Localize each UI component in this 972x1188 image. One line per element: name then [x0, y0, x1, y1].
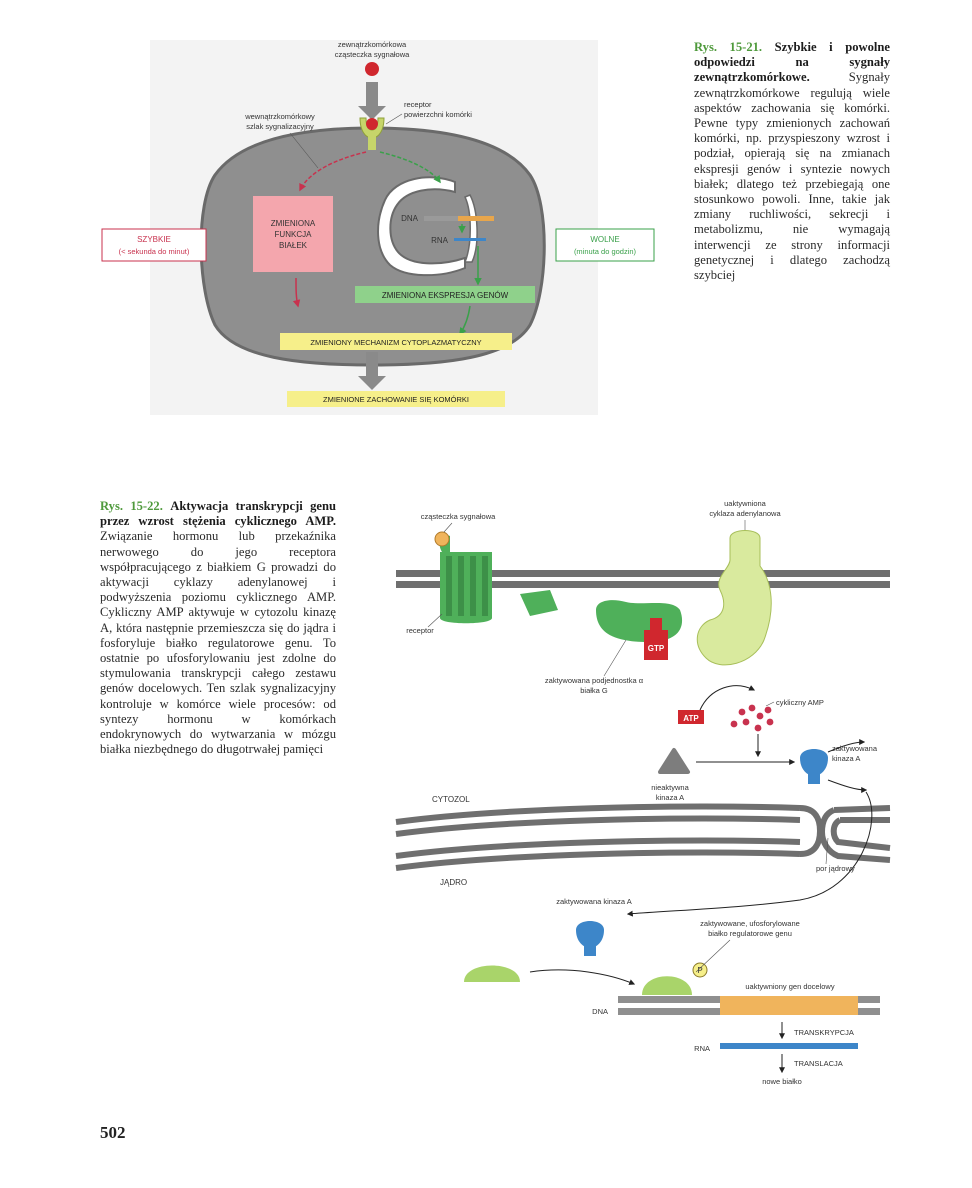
g-subunit-label-1: zaktywowana podjednostka α — [545, 676, 644, 685]
signal-molecule-label-1: zewnątrzkomórkowa — [338, 40, 407, 49]
nuclear-envelope — [395, 803, 891, 871]
caption-15-22-body: Związanie hormonu lub przekaźnika nerwow… — [100, 529, 336, 757]
cyclase-label-1: uaktywniona — [724, 499, 767, 508]
caption-15-21-title: Szybkie i powolne odpowiedzi na sygnały … — [694, 40, 890, 85]
gtp-block — [644, 630, 668, 660]
active-kinase-nuc-label: zaktywowana kinaza A — [556, 897, 631, 906]
cytoplasmic-label: ZMIENIONY MECHANIZM CYTOPLAZMATYCZNY — [310, 338, 481, 347]
cytoplasmic-box — [280, 333, 512, 350]
atp-label: ATP — [683, 714, 699, 723]
adenylyl-cyclase — [696, 530, 772, 666]
g-protein-beta-gamma — [520, 590, 558, 616]
rna-transcript — [720, 1043, 858, 1049]
protein-label-3: BIAŁEK — [279, 241, 308, 250]
page-number: 502 — [100, 1123, 126, 1142]
fast-label-2: (< sekunda do minut) — [119, 247, 190, 256]
receptor-label-2: powierzchni komórki — [404, 110, 472, 119]
camp-molecules — [730, 704, 774, 732]
protein-label-2: FUNKCJA — [275, 230, 313, 239]
active-kinase-a-nucleus — [576, 921, 604, 956]
signal-molecule-ligand — [434, 531, 450, 547]
gene-expression-box — [355, 286, 535, 303]
plasma-membrane — [396, 570, 890, 588]
active-kinase-label-1: zaktywowana — [832, 744, 878, 753]
caption-15-21-body: Sygnały zewnątrzkomórkowe regulują wiele… — [694, 70, 890, 283]
behavior-label: ZMIENIONE ZACHOWANIE SIĘ KOMÓRKI — [323, 395, 469, 404]
inactive-kinase-label-2: kinaza A — [656, 793, 684, 802]
active-kinase-a-cytosol — [800, 749, 828, 784]
phosphate-label: P — [697, 966, 702, 975]
signal-label: cząsteczka sygnałowa — [421, 512, 496, 521]
g-protein-alpha — [596, 600, 683, 642]
g-subunit-label-2: białka G — [580, 686, 608, 695]
inactive-kinase-a — [658, 748, 690, 774]
nucleus — [377, 176, 466, 277]
cyclase-label-2: cyklaza adenylanowa — [709, 509, 781, 518]
nuclear-pore-label: por jądrowy — [816, 864, 855, 873]
new-protein-label: nowe białko — [762, 1077, 802, 1086]
translation-label: TRANSLACJA — [794, 1059, 843, 1068]
cytosol-label: CYTOZOL — [432, 795, 470, 804]
dna-label: DNA — [401, 214, 419, 223]
fast-label-1: SZYBKIE — [137, 235, 171, 244]
signal-molecule-label-2: cząsteczka sygnałowa — [335, 50, 410, 59]
caption-15-22-title: Aktywacja transkrypcji genu przez wzrost… — [100, 499, 337, 529]
fast-response-box — [101, 228, 207, 262]
gene-expression-label: ZMIENIONA EKSPRESJA GENÓW — [382, 291, 509, 300]
phosphorylated-regulator — [642, 976, 692, 995]
nucleus-label: JĄDRO — [440, 878, 467, 887]
target-gene — [720, 996, 858, 1015]
protein-label-1: ZMIENIONA — [271, 219, 316, 228]
caption-15-21: Rys. 15-21. Szybkie i powolne odpowiedzi… — [694, 40, 890, 283]
active-kinase-label-2: kinaza A — [832, 754, 860, 763]
target-gene-label: uaktywniony gen docelowy — [745, 982, 834, 991]
dna-label: DNA — [592, 1007, 608, 1016]
caption-15-22-number: Rys. 15-22. — [100, 499, 163, 513]
signal-molecule — [365, 62, 379, 76]
receptor-label: receptor — [406, 626, 434, 635]
slow-label-2: (minuta do godzin) — [574, 247, 637, 256]
altered-protein-box — [253, 196, 333, 272]
gpcr-receptor — [439, 535, 492, 624]
gtp-label: GTP — [648, 644, 665, 653]
phospho-label-1: zaktywowane, ufosforylowane — [700, 919, 800, 928]
transcription-label: TRANSKRYPCJA — [794, 1028, 854, 1037]
behavior-box — [287, 391, 505, 407]
pathway-label-2: szlak sygnalizacyjny — [246, 122, 314, 131]
receptor-label-1: receptor — [404, 100, 432, 109]
caption-15-21-number: Rys. 15-21. — [694, 40, 763, 54]
rna-label: RNA — [694, 1044, 710, 1053]
caption-15-22: Rys. 15-22. Aktywacja transkrypcji genu … — [100, 499, 336, 757]
unphosphorylated-regulator — [464, 965, 520, 982]
atp-block — [678, 710, 704, 724]
figure-15-22-diagram: cząsteczka sygnałowa receptor GTP uaktyw… — [395, 499, 891, 1086]
slow-response-box — [555, 228, 655, 262]
camp-label: cykliczny AMP — [776, 698, 824, 707]
figure-15-21-diagram: ZMIENIONA FUNKCJA BIAŁEK DNA RNA ZMIENIO… — [101, 40, 655, 415]
pathway-label-1: wewnątrzkomórkowy — [244, 112, 315, 121]
cell-body — [199, 126, 546, 367]
rna-strand — [454, 238, 486, 241]
phospho-label-2: białko regulatorowe genu — [708, 929, 792, 938]
slow-label-1: WOLNE — [590, 235, 619, 244]
phosphate-group — [692, 962, 708, 978]
rna-label: RNA — [431, 236, 449, 245]
inactive-kinase-label-1: nieaktywna — [651, 783, 689, 792]
